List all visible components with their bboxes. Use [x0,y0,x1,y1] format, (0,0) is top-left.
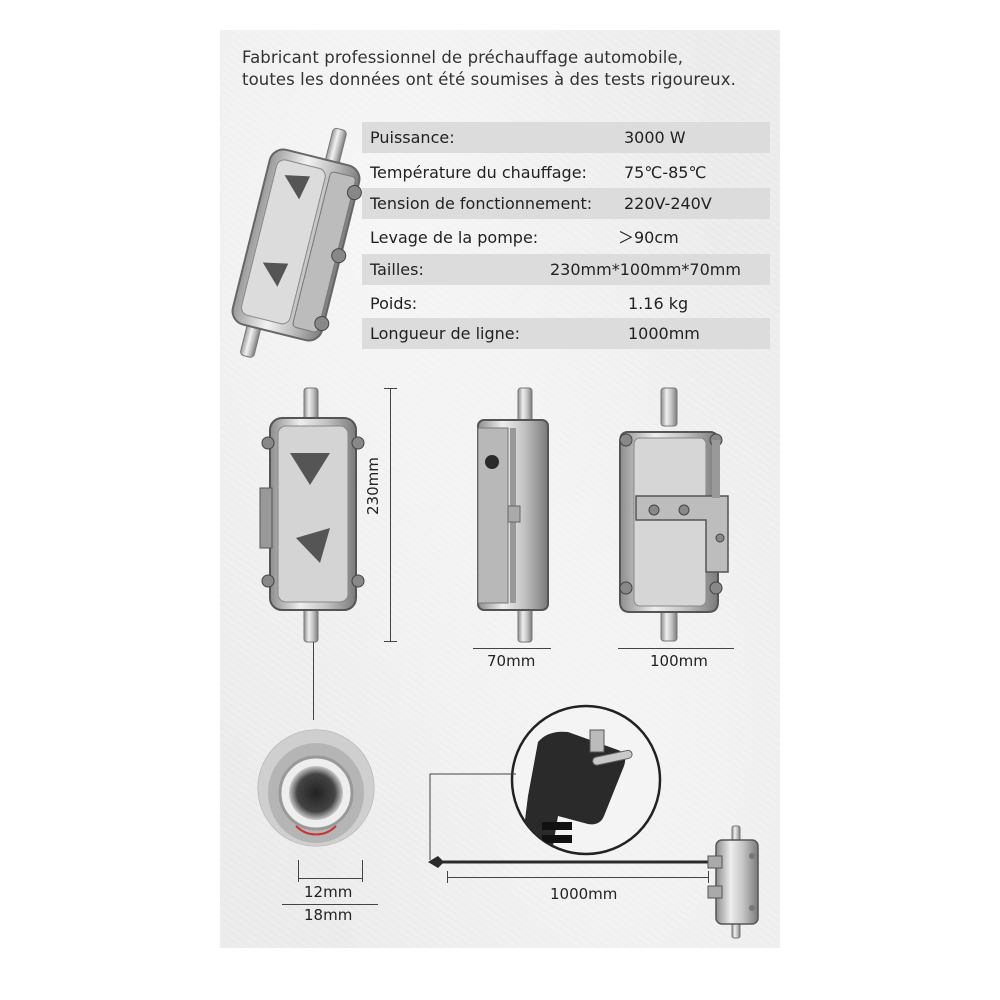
pipe-leader-line [313,642,314,720]
spec-row-voltage: Tension de fonctionnement: 220V-240V [362,188,770,219]
spec-label: Poids: [370,294,418,313]
spec-row-power: Puissance: 3000 W [362,122,770,153]
pipe-inlet-closeup [257,729,375,847]
spec-label: Température du chauffage: [370,163,587,182]
spec-value: 230mm*100mm*70mm [550,260,741,279]
cable-dimension-line [447,877,709,878]
spec-label: Puissance: [370,128,455,147]
spec-row-weight: Poids: 1.16 kg [362,288,770,319]
cable-dimension-tick-right [708,871,709,883]
spec-value: 1000mm [628,324,700,343]
spec-value: 3000 W [624,128,686,147]
cable-length-label: 1000mm [550,885,618,903]
spec-label: Levage de la pompe: [370,228,539,247]
plug-icon [510,704,662,856]
height-dimension-tick-top [384,388,397,389]
heater-side-view [477,387,549,643]
outer-diameter-label: 18mm [304,906,353,924]
spec-row-size: Tailles: 230mm*100mm*70mm [362,254,770,285]
spec-value: ＞90cm [618,228,679,247]
height-dimension-label: 230mm [364,457,382,515]
spec-label: Tailles: [370,260,424,279]
spec-value: 75℃-85℃ [624,163,707,182]
height-dimension-tick-bottom [384,641,397,642]
width-dimension-line [618,648,734,649]
spec-label: Longueur de ligne: [370,324,521,343]
heater-product-image [231,127,362,358]
inner-diameter-tick-left [298,860,299,882]
headline-line-2: toutes les données ont été soumises à de… [242,70,736,89]
depth-dimension-line [473,648,551,649]
spec-row-temperature: Température du chauffage: 75℃-85℃ [362,157,770,188]
depth-dimension-label: 70mm [487,652,536,670]
spec-value: 220V-240V [624,194,712,213]
inner-diameter-line [298,878,362,879]
heater-back-view [619,387,729,642]
outer-diameter-line [282,904,378,905]
cable-dimension-tick-left [447,871,448,883]
inner-diameter-label: 12mm [304,883,353,901]
inner-diameter-tick-right [362,860,363,882]
cable-line [428,773,730,868]
spec-value: 1.16 kg [628,294,689,313]
spec-row-cable-length: Longueur de ligne: 1000mm [362,318,770,349]
spec-row-pump-lift: Levage de la pompe: ＞90cm [362,222,770,253]
height-dimension-line [390,388,391,642]
heater-front-view [259,387,365,643]
width-dimension-label: 100mm [650,652,708,670]
spec-label: Tension de fonctionnement: [370,194,593,213]
heater-small-icon [707,825,759,939]
headline-line-1: Fabricant professionnel de préchauffage … [242,48,684,67]
